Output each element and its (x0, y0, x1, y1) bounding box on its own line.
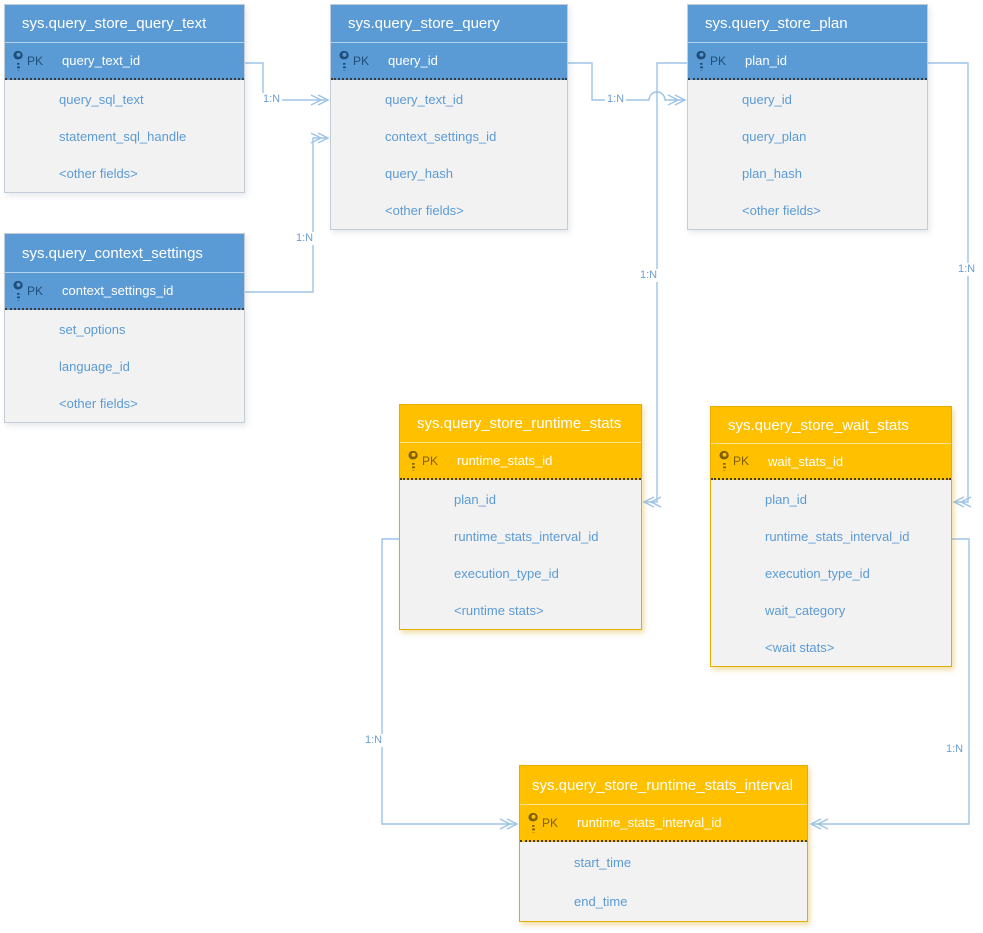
arrow-icon (809, 818, 829, 830)
key-icon (13, 280, 23, 301)
field-row: query_id (742, 92, 792, 107)
field-list: plan_id runtime_stats_interval_id execut… (400, 480, 641, 629)
field-row: runtime_stats_interval_id (765, 529, 910, 544)
key-icon (696, 50, 706, 71)
field-list: plan_id runtime_stats_interval_id execut… (711, 480, 951, 666)
field-row: plan_id (454, 492, 496, 507)
primary-key-row: PK runtime_stats_id (400, 443, 641, 480)
entity-table-query-context-settings: sys.query_context_settings PK context_se… (4, 233, 245, 423)
field-list: query_id query_plan plan_hash <other fie… (688, 80, 927, 229)
key-icon (528, 812, 538, 833)
field-row: <other fields> (742, 203, 821, 218)
entity-table-query-store-plan: sys.query_store_plan PK plan_id query_id… (687, 4, 928, 230)
connector-query-plan (568, 62, 683, 101)
pk-field-name: context_settings_id (62, 283, 174, 298)
cardinality-label: 1:N (944, 743, 966, 756)
arrow-icon (310, 94, 330, 106)
field-row: statement_sql_handle (59, 129, 187, 144)
connector-runtimestats-interval (381, 538, 515, 825)
field-row: end_time (574, 894, 628, 909)
pk-label: PK (27, 53, 44, 68)
field-row: query_sql_text (59, 92, 144, 107)
pk-field-name: query_id (388, 53, 438, 69)
field-row: wait_category (765, 603, 846, 618)
field-row: plan_hash (742, 166, 802, 181)
pk-field-name: wait_stats_id (768, 453, 844, 469)
pk-label: PK (733, 454, 750, 469)
primary-key-row: PK runtime_stats_interval_id (520, 805, 807, 842)
connector-querytext-query (245, 62, 326, 101)
primary-key-row: PK plan_id (688, 43, 927, 80)
primary-key-row: PK wait_stats_id (711, 444, 951, 480)
connector-plan-runtimestats (646, 62, 687, 503)
field-row: query_plan (742, 129, 807, 144)
primary-key-row: PK context_settings_id (5, 273, 244, 310)
field-row: <other fields> (59, 166, 138, 181)
field-row: context_settings_id (385, 129, 497, 144)
pk-field-name: runtime_stats_interval_id (577, 815, 722, 830)
key-icon (719, 451, 729, 472)
table-title: sys.query_store_query (331, 5, 567, 44)
pk-label: PK (27, 283, 44, 298)
connector-waitstats-interval (813, 538, 970, 825)
arrow-icon (310, 132, 330, 144)
entity-table-query-store-query-text: sys.query_store_query_text PK query_text… (4, 4, 245, 193)
table-title: sys.query_store_wait_stats (711, 407, 951, 445)
field-row: <other fields> (59, 396, 138, 411)
field-row: runtime_stats_interval_id (454, 529, 599, 544)
entity-table-query-store-wait-stats: sys.query_store_wait_stats PK wait_stats… (710, 406, 952, 667)
pk-field-name: query_text_id (62, 53, 141, 69)
cardinality-label: 1:N (956, 263, 978, 276)
pk-field-name: runtime_stats_id (457, 453, 553, 469)
cardinality-label: 1:N (363, 734, 385, 747)
table-title: sys.query_context_settings (5, 234, 244, 273)
cardinality-label: 1:N (605, 93, 627, 106)
field-row: <other fields> (385, 203, 464, 218)
field-row: execution_type_id (454, 566, 559, 581)
table-title: sys.query_store_query_text (5, 5, 244, 44)
arrow-icon (952, 496, 972, 508)
field-row: start_time (574, 855, 632, 870)
pk-label: PK (353, 53, 370, 68)
table-title: sys.query_store_runtime_stats_interval (520, 766, 807, 805)
pk-label: PK (422, 453, 439, 468)
field-row: language_id (59, 359, 130, 374)
field-row: execution_type_id (765, 566, 870, 581)
field-row: <wait stats> (765, 640, 835, 655)
field-row: set_options (59, 322, 126, 337)
pk-label: PK (710, 53, 727, 68)
pk-label: PK (542, 815, 559, 830)
table-title: sys.query_store_plan (688, 5, 927, 44)
field-list: start_time end_time (520, 842, 807, 921)
primary-key-row: PK query_id (331, 43, 567, 80)
pk-field-name: plan_id (745, 53, 787, 69)
field-row: query_text_id (385, 92, 464, 107)
primary-key-row: PK query_text_id (5, 43, 244, 80)
arrow-icon (499, 818, 519, 830)
field-row: plan_id (765, 492, 807, 507)
field-list: query_text_id context_settings_id query_… (331, 80, 567, 229)
key-icon (339, 50, 349, 71)
key-icon (408, 450, 418, 471)
field-row: query_hash (385, 166, 453, 181)
field-list: set_options language_id <other fields> (5, 310, 244, 422)
entity-table-query-store-query: sys.query_store_query PK query_id query_… (330, 4, 568, 230)
arrow-icon (667, 94, 687, 106)
entity-table-query-store-runtime-stats-interval: sys.query_store_runtime_stats_interval P… (519, 765, 808, 922)
arrow-icon (642, 496, 662, 508)
key-icon (13, 50, 23, 71)
cardinality-label: 1:N (261, 93, 283, 106)
field-row: <runtime stats> (454, 603, 544, 618)
table-title: sys.query_store_runtime_stats (400, 405, 641, 444)
cardinality-label: 1:N (294, 232, 316, 245)
entity-table-query-store-runtime-stats: sys.query_store_runtime_stats PK runtime… (399, 404, 642, 630)
connector-contextsettings-query (245, 137, 326, 293)
cardinality-label: 1:N (638, 269, 660, 282)
field-list: query_sql_text statement_sql_handle <oth… (5, 80, 244, 192)
